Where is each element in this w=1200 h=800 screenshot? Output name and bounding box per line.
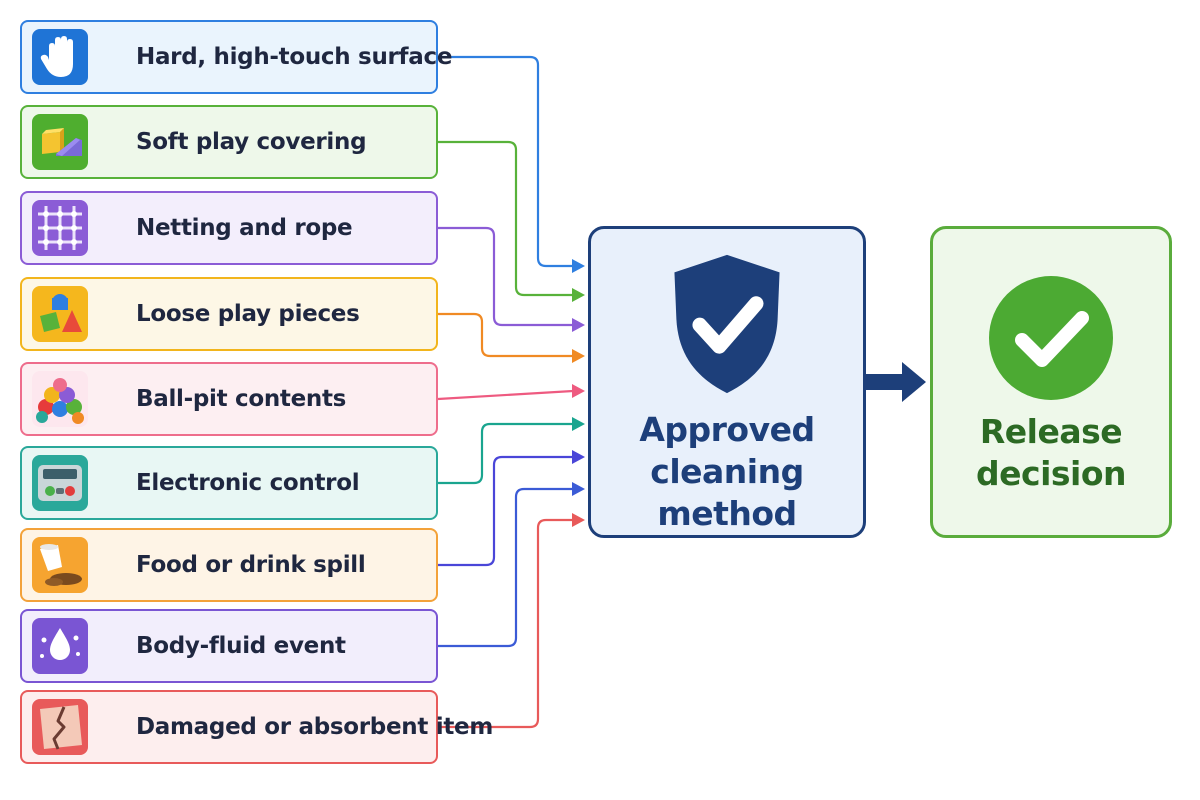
source-item: Soft play covering [20, 105, 438, 179]
source-item: Netting and rope [20, 191, 438, 265]
approved-title: Approved cleaning method [639, 410, 815, 533]
connector-line [438, 140, 573, 297]
hand-icon [32, 29, 88, 85]
source-label: Netting and rope [136, 215, 353, 241]
connector-line [438, 422, 573, 485]
connector-line [437, 389, 574, 401]
source-item: Body-fluid event [20, 609, 438, 683]
source-label: Ball-pit contents [136, 386, 347, 412]
spill-icon [32, 537, 88, 593]
source-item: Food or drink spill [20, 528, 438, 602]
arrowhead [572, 259, 585, 273]
source-item: Electronic control [20, 446, 438, 520]
soft-blocks-icon [32, 114, 88, 170]
control-panel-icon [32, 455, 88, 511]
net-icon [32, 200, 88, 256]
connector-line [438, 55, 573, 268]
connector-line [438, 487, 573, 648]
source-item: Hard, high-touch surface [20, 20, 452, 94]
source-label: Damaged or absorbent item [136, 714, 493, 740]
source-item: Ball-pit contents [20, 362, 438, 436]
connector-line [438, 226, 573, 327]
connector-line [438, 312, 573, 358]
source-label: Body-fluid event [136, 633, 346, 659]
arrowhead [572, 288, 585, 302]
arrowhead [572, 513, 585, 527]
source-label: Electronic control [136, 470, 360, 496]
damaged-item-icon [32, 699, 88, 755]
source-label: Loose play pieces [136, 301, 360, 327]
shapes-icon [32, 286, 88, 342]
arrowhead [572, 318, 585, 332]
arrowhead [572, 450, 585, 464]
connector-line [438, 455, 573, 567]
source-label: Food or drink spill [136, 552, 366, 578]
source-item: Damaged or absorbent item [20, 690, 493, 764]
check-circle-icon [989, 276, 1113, 400]
source-item: Loose play pieces [20, 277, 438, 351]
arrowhead [572, 417, 585, 431]
droplet-icon [32, 618, 88, 674]
shield-check-icon [674, 254, 780, 394]
flow-arrow [866, 362, 926, 402]
source-label: Soft play covering [136, 129, 367, 155]
connector-line [438, 518, 573, 729]
release-decision-box: Release decision [930, 226, 1172, 538]
arrowhead [572, 482, 585, 496]
arrowhead [572, 384, 585, 398]
arrowhead [572, 349, 585, 363]
source-label: Hard, high-touch surface [136, 44, 453, 70]
approved-cleaning-method-box: Approved cleaning method [588, 226, 866, 538]
release-title: Release decision [976, 412, 1127, 493]
balls-icon [32, 371, 88, 427]
